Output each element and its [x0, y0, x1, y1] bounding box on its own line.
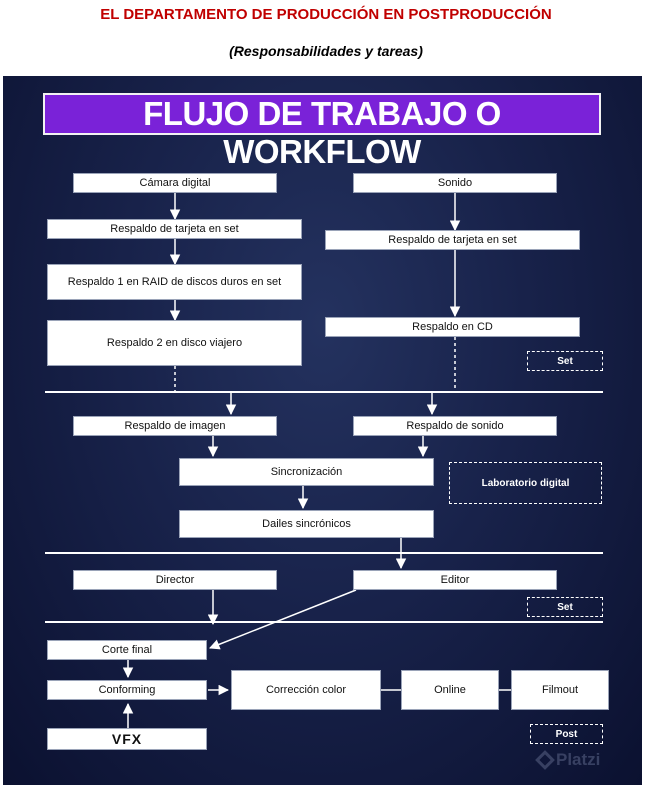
document-title: EL DEPARTAMENTO DE PRODUCCIÓN EN POSTPRO…	[100, 6, 552, 23]
box-filmout: Filmout	[511, 670, 609, 710]
tag-laboratorio-digital: Laboratorio digital	[449, 462, 602, 504]
box-sincronizacion: Sincronización	[179, 458, 434, 486]
tag-set: Set	[527, 351, 603, 371]
box-sonido: Sonido	[353, 173, 557, 193]
flow-connectors	[45, 193, 603, 728]
platzi-watermark: Platzi	[535, 750, 601, 770]
box-respaldo-imagen: Respaldo de imagen	[73, 416, 277, 436]
slide-banner: FLUJO DE TRABAJO O WORKFLOW	[43, 93, 601, 170]
box-respaldo-tarjeta-sonido: Respaldo de tarjeta en set	[325, 230, 580, 250]
arrow	[209, 589, 357, 650]
box-respaldo-raid: Respaldo 1 en RAID de discos duros en se…	[47, 264, 302, 300]
tag-post: Post	[530, 724, 603, 744]
document-subtitle: (Responsabilidades y tareas)	[229, 43, 423, 59]
banner-title: FLUJO DE TRABAJO O WORKFLOW	[143, 95, 501, 170]
box-director: Director	[73, 570, 277, 590]
box-online: Online	[401, 670, 499, 710]
platzi-logo-icon	[535, 750, 555, 770]
box-respaldo-tarjeta-camara: Respaldo de tarjeta en set	[47, 219, 302, 239]
box-dailies: Dailes sincrónicos	[179, 510, 434, 538]
tag-set: Set	[527, 597, 603, 617]
box-respaldo-sonido: Respaldo de sonido	[353, 416, 557, 436]
box-vfx: VFX	[47, 728, 207, 750]
box-respaldo-cd: Respaldo en CD	[325, 317, 580, 337]
box-corte-final: Corte final	[47, 640, 207, 660]
watermark-text: Platzi	[556, 750, 601, 769]
box-editor: Editor	[353, 570, 557, 590]
box-camara-digital: Cámara digital	[73, 173, 277, 193]
workflow-slide: FLUJO DE TRABAJO O WORKFLOW	[3, 76, 642, 785]
box-respaldo-viajero: Respaldo 2 en disco viajero	[47, 320, 302, 366]
box-correccion-color: Corrección color	[231, 670, 381, 710]
box-conforming: Conforming	[47, 680, 207, 700]
